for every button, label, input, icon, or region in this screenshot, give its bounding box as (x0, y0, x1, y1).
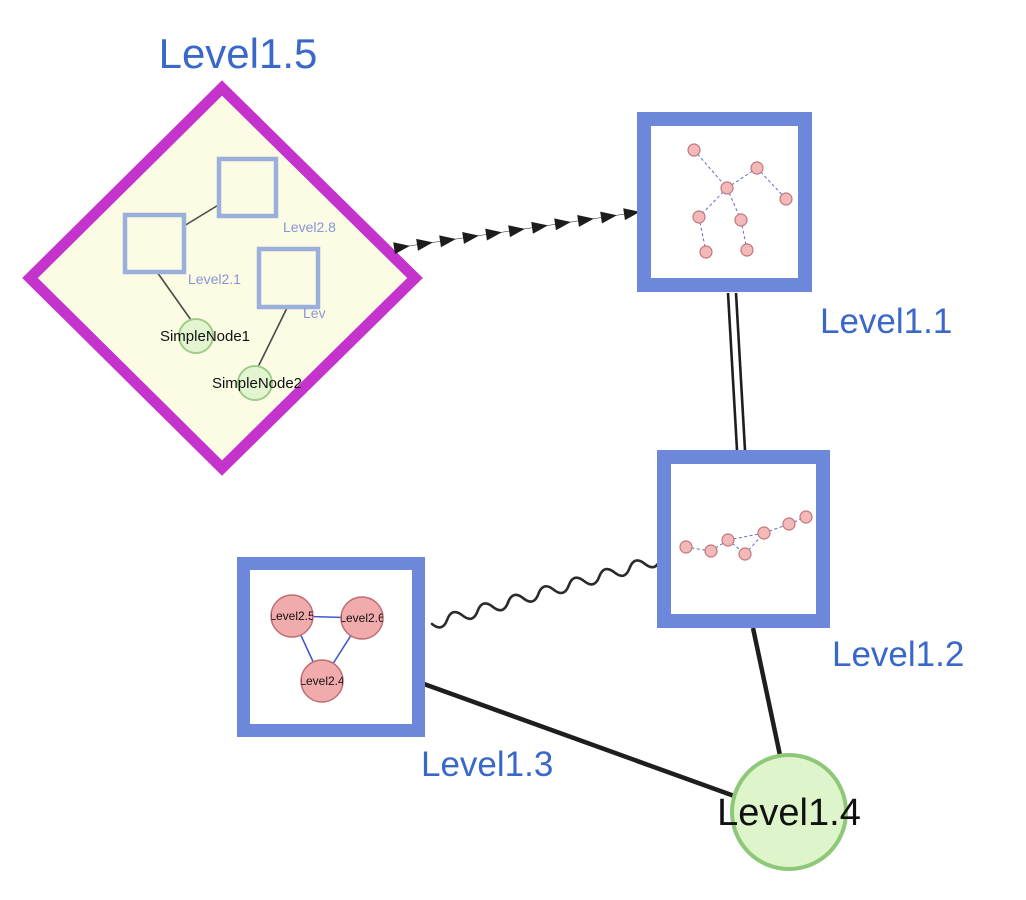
group-node-level1-2[interactable] (657, 450, 830, 628)
node-level1-4[interactable]: Level1.4 (717, 753, 861, 871)
graph-node[interactable] (721, 533, 735, 547)
group-rect-level1-2[interactable] (657, 450, 830, 628)
graph-node[interactable] (740, 243, 754, 257)
subnode-level2-8[interactable] (216, 156, 279, 219)
level1-1-subgraph-nodes (687, 143, 793, 259)
node-label-simplenode1: SimpleNode1 (160, 328, 250, 345)
double-edge-line-left[interactable] (726, 292, 739, 451)
node-simplenode1[interactable] (178, 318, 214, 354)
group-label-level1-5: Level1.5 (159, 30, 318, 77)
level1-2-subgraph-nodes (679, 510, 813, 561)
node-level2-6[interactable] (340, 596, 384, 640)
node-label-level2-4: Level2.4 (299, 674, 345, 688)
graph-node[interactable] (692, 210, 706, 224)
edge-lev-to-simplenode2[interactable] (257, 307, 288, 368)
node-label-level1-4: Level1.4 (717, 792, 861, 834)
graph-node[interactable] (704, 544, 718, 558)
graph-node[interactable] (779, 192, 793, 206)
edge-level1-5-to-level1-1[interactable] (393, 208, 640, 255)
group-rect-level1-1[interactable] (637, 112, 812, 292)
node-level2-5[interactable] (270, 594, 314, 638)
subnode-level2-truncated[interactable] (256, 246, 321, 310)
graph-node[interactable] (720, 181, 734, 195)
group-label-level1-2: Level1.2 (832, 635, 964, 674)
edge-level2-1-to-level2-8[interactable] (183, 203, 221, 227)
subnode-label-level2-truncated: Lev (303, 305, 326, 321)
node-circle-level1-4[interactable] (730, 753, 848, 871)
graph-node[interactable] (799, 510, 813, 524)
group-node-level1-1[interactable] (637, 112, 812, 292)
edge-level1-3-to-level1-2[interactable] (430, 558, 662, 629)
edge-level2-1-to-simplenode1[interactable] (156, 271, 192, 321)
graph-node[interactable] (782, 517, 796, 531)
graph-node[interactable] (687, 143, 701, 157)
group-node-level1-5[interactable]: Level2.8 Level2.1 Lev SimpleNode1 Simple… (22, 80, 423, 476)
graph-node[interactable] (750, 161, 764, 175)
subnode-level2-1[interactable] (122, 212, 187, 275)
node-label-simplenode2: SimpleNode2 (212, 375, 302, 392)
group-label-level1-1: Level1.1 (820, 302, 952, 341)
node-level2-4[interactable] (300, 659, 344, 703)
node-label-level2-6: Level2.6 (339, 611, 385, 625)
subnode-label-level2-8: Level2.8 (283, 219, 336, 235)
edge-level1-3-to-level1-4[interactable] (423, 681, 738, 800)
diamond-shape-level1-5[interactable] (22, 80, 423, 476)
group-node-level1-3[interactable]: Level2.5 Level2.6 Level2.4 (237, 557, 425, 737)
graph-edge[interactable] (693, 149, 728, 189)
graph-edge[interactable] (756, 167, 787, 200)
node-label-level2-5: Level2.5 (269, 609, 315, 623)
graph-edge[interactable] (685, 546, 712, 552)
node-simplenode2[interactable] (237, 365, 273, 401)
edge-level1-2-to-level1-4[interactable] (750, 627, 784, 761)
graph-node[interactable] (757, 526, 771, 540)
graph-node[interactable] (679, 540, 693, 554)
graph-node[interactable] (734, 213, 748, 227)
graph-node[interactable] (699, 245, 713, 259)
double-edge-line-right[interactable] (734, 292, 747, 451)
edge-level1-1-to-level1-2[interactable] (726, 292, 747, 451)
group-rect-level1-3[interactable] (237, 557, 425, 737)
graph-edge[interactable] (698, 187, 728, 218)
subnode-label-level2-1: Level2.1 (188, 271, 241, 287)
group-label-level1-3: Level1.3 (421, 745, 553, 784)
graph-node[interactable] (738, 547, 752, 561)
